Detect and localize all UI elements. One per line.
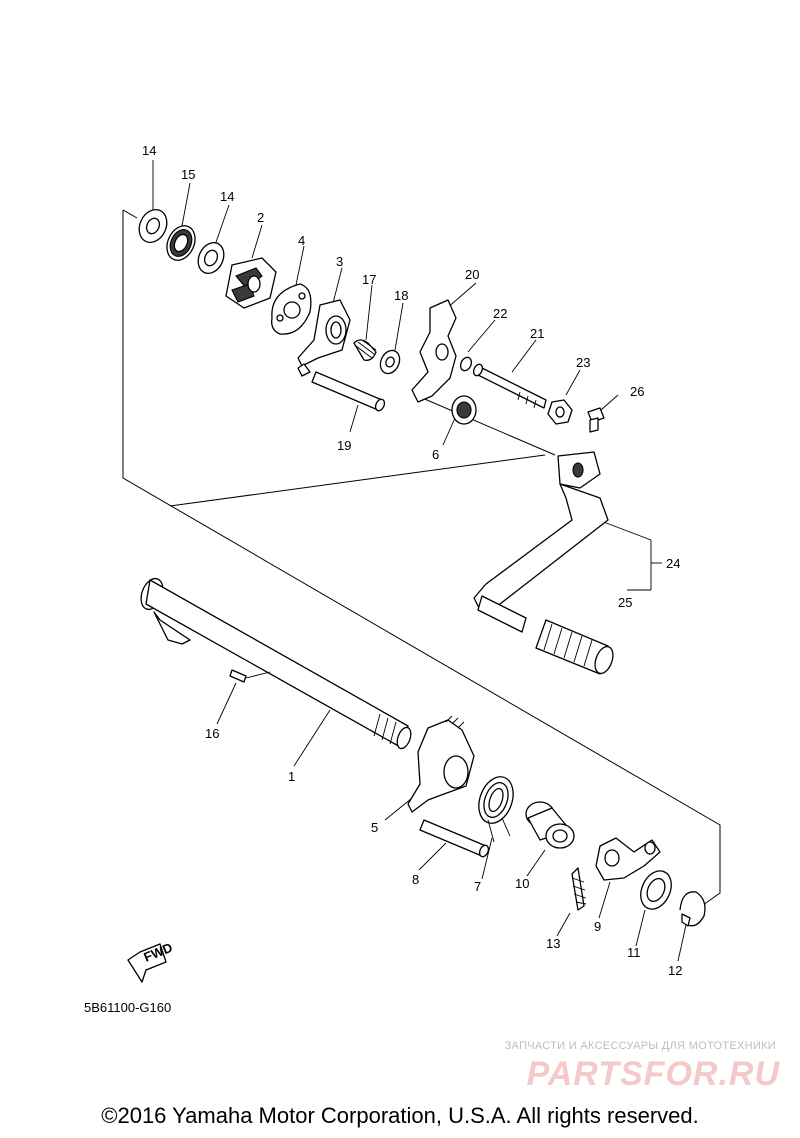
callout-18: 18 bbox=[394, 288, 408, 303]
callout-4: 4 bbox=[298, 233, 305, 248]
callout-13: 13 bbox=[546, 936, 560, 951]
washer-14-upper bbox=[138, 208, 168, 244]
shift-arm-9 bbox=[595, 837, 661, 881]
pin-16 bbox=[229, 669, 271, 683]
callout-22: 22 bbox=[493, 306, 507, 321]
callout-19: 19 bbox=[337, 438, 351, 453]
callout-11: 11 bbox=[627, 945, 641, 960]
pin-8 bbox=[419, 819, 490, 858]
callout-labels: 1 2 3 4 5 6 7 8 9 10 11 12 13 14 14 15 1… bbox=[142, 143, 682, 978]
spring-13 bbox=[571, 867, 587, 911]
callout-1: 1 bbox=[288, 769, 295, 784]
callout-24: 24 bbox=[666, 556, 680, 571]
watermark-caption: ЗАПЧАСТИ И АКСЕССУАРЫ ДЛЯ МОТОТЕХНИКИ bbox=[504, 1040, 776, 1052]
shift-lever-5 bbox=[407, 715, 475, 813]
nut-23 bbox=[547, 399, 573, 425]
copyright-footer: ©2016 Yamaha Motor Corporation, U.S.A. A… bbox=[101, 1103, 699, 1128]
diagram-code: 5B61100-G160 bbox=[84, 1000, 171, 1015]
callout-12: 12 bbox=[668, 963, 682, 978]
plate-4 bbox=[271, 283, 312, 335]
callout-6: 6 bbox=[432, 447, 439, 462]
circlip-22 bbox=[459, 356, 473, 372]
callout-17: 17 bbox=[362, 272, 376, 287]
callout-20: 20 bbox=[465, 267, 479, 282]
callout-10: 10 bbox=[515, 876, 529, 891]
callout-8: 8 bbox=[412, 872, 419, 887]
washer-18 bbox=[379, 349, 401, 375]
circlip-12 bbox=[679, 891, 706, 927]
fwd-arrow-icon: FWD bbox=[127, 940, 175, 983]
bolt-21 bbox=[472, 363, 547, 409]
callout-9: 9 bbox=[594, 919, 601, 934]
callout-7: 7 bbox=[474, 879, 481, 894]
washer-14-lower bbox=[197, 241, 225, 275]
shift-shaft-1 bbox=[140, 577, 412, 750]
pin-19 bbox=[311, 371, 386, 412]
callout-25: 25 bbox=[618, 595, 632, 610]
leader-lines bbox=[152, 160, 687, 962]
shift-cam-2 bbox=[225, 257, 277, 309]
callout-14-lower: 14 bbox=[220, 189, 234, 204]
callout-14-upper: 14 bbox=[142, 143, 156, 158]
footrest-rubber-25 bbox=[535, 619, 614, 675]
shift-pedal-24 bbox=[473, 451, 609, 633]
spring-17 bbox=[353, 339, 377, 361]
washer-11 bbox=[640, 870, 672, 910]
bush-6 bbox=[451, 395, 477, 425]
callout-2: 2 bbox=[257, 210, 264, 225]
needle-bearing-15 bbox=[166, 225, 196, 261]
callout-23: 23 bbox=[576, 355, 590, 370]
bolt-26 bbox=[587, 407, 605, 433]
shift-lever-3 bbox=[297, 299, 351, 377]
callout-21: 21 bbox=[530, 326, 544, 341]
watermark-logo: PARTSFOR.RU bbox=[526, 1055, 780, 1093]
callout-5: 5 bbox=[371, 820, 378, 835]
callout-26: 26 bbox=[630, 384, 644, 399]
collar-10 bbox=[525, 801, 575, 849]
callout-3: 3 bbox=[336, 254, 343, 269]
stopper-lever-20 bbox=[411, 299, 457, 403]
assembly-frame bbox=[122, 209, 721, 906]
callout-16: 16 bbox=[205, 726, 219, 741]
torsion-spring-7 bbox=[478, 776, 514, 843]
callout-15: 15 bbox=[181, 167, 195, 182]
